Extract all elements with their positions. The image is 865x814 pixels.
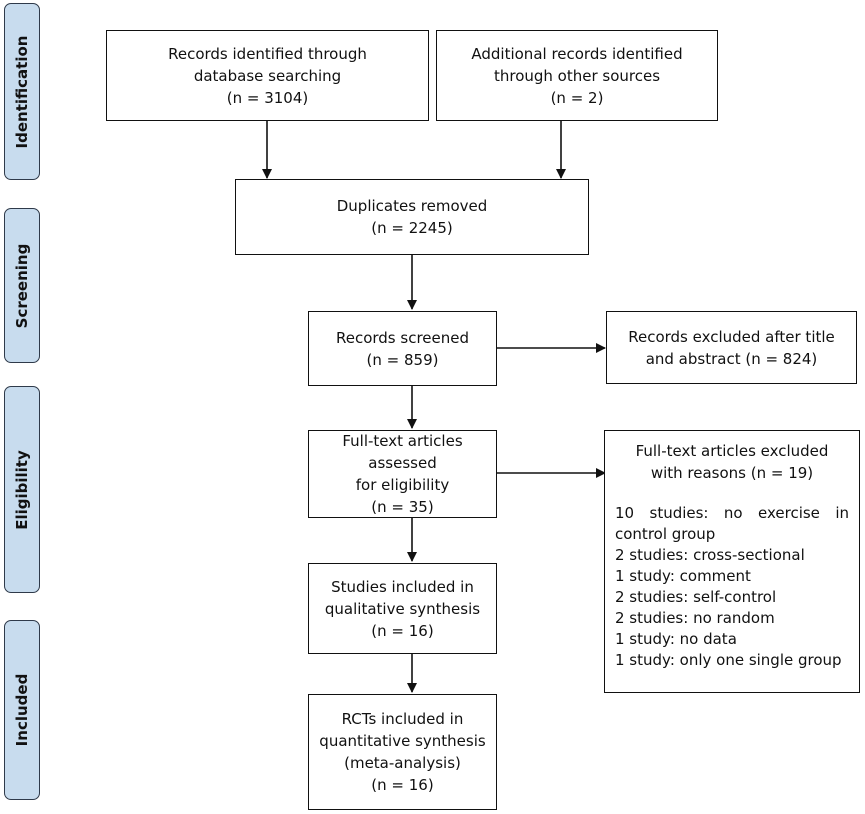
fulltext-excluded-box: Full-text articles excluded with reasons… (604, 430, 860, 693)
fulltext-count: (n = 35) (371, 498, 434, 516)
quantitative-synthesis-box: RCTs included in quantitative synthesis … (308, 694, 497, 810)
screened-count: (n = 859) (366, 350, 439, 369)
phase-identification: Identification (4, 3, 40, 180)
duplicates-line1: Duplicates removed (336, 197, 488, 215)
records-other-line1: Additional records identified (471, 44, 683, 63)
phase-eligibility: Eligibility (4, 386, 40, 593)
exclusion-reason: 1 study: no data (615, 630, 737, 648)
exclusion-reason: 1 study: comment (615, 567, 751, 585)
records-other-sources-box: Additional records identified through ot… (436, 30, 718, 121)
duplicates-count: (n = 2245) (371, 219, 453, 237)
screened-line1: Records screened (335, 328, 470, 347)
qualitative-line2: qualitative synthesis (324, 599, 481, 618)
phase-screening: Screening (4, 208, 40, 363)
exclusion-reason: 2 studies: no random (615, 609, 775, 627)
records-excluded-title-box: Records excluded after title and abstrac… (606, 311, 857, 384)
fulltext-line2: for eligibility (355, 476, 450, 494)
exclusion-reason: control group (615, 525, 716, 543)
fulltext-excluded-line1: Full-text articles excluded (635, 442, 829, 460)
records-database-line2: database searching (193, 66, 342, 85)
quantitative-line2: quantitative synthesis (319, 732, 486, 750)
fulltext-excluded-line2: with reasons (n = 19) (650, 464, 814, 482)
fulltext-line1: Full-text articles assessed (342, 432, 463, 472)
records-database-count: (n = 3104) (226, 88, 309, 107)
qualitative-synthesis-box: Studies included in qualitative synthesi… (308, 563, 497, 654)
quantitative-line1: RCTs included in (341, 710, 464, 728)
phase-included: Included (4, 620, 40, 800)
exclusion-reason: 10 studies: no exercise in (615, 504, 849, 522)
qualitative-line1: Studies included in (331, 577, 474, 596)
records-screened-box: Records screened (n = 859) (308, 311, 497, 386)
fulltext-assessed-box: Full-text articles assessed for eligibil… (308, 430, 497, 518)
records-database-line1: Records identified through (168, 44, 367, 63)
exclusion-reason: 1 study: only one single group (615, 651, 842, 669)
records-other-count: (n = 2) (550, 88, 604, 107)
duplicates-removed-box: Duplicates removed (n = 2245) (235, 179, 589, 255)
records-other-line2: through other sources (493, 66, 661, 85)
records-database-box: Records identified through database sear… (106, 30, 429, 121)
quantitative-line3: (meta-analysis) (344, 754, 461, 772)
quantitative-count: (n = 16) (371, 776, 434, 794)
excluded-title-line2: and abstract (n = 824) (645, 349, 818, 368)
exclusion-reason: 2 studies: cross-sectional (615, 546, 805, 564)
exclusion-reason: 2 studies: self-control (615, 588, 777, 606)
qualitative-count: (n = 16) (371, 621, 434, 640)
excluded-title-line1: Records excluded after title (628, 327, 835, 346)
